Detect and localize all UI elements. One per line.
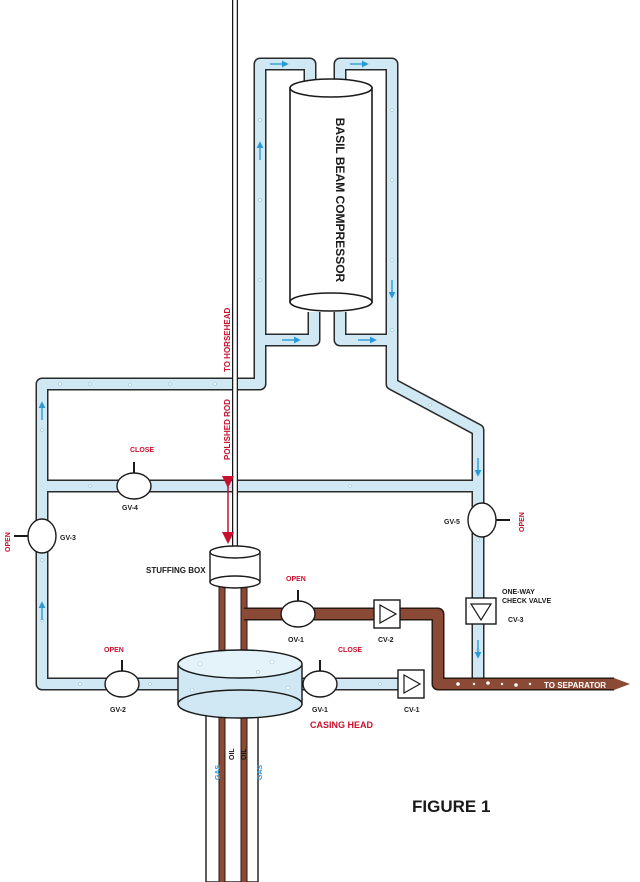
gv1-name: GV-1 — [312, 707, 328, 714]
gas-piping — [35, 57, 485, 691]
valve-gv1[interactable]: CLOSE GV-1 — [302, 647, 362, 714]
gv1-state: CLOSE — [338, 647, 362, 654]
compressor-label: BASIL BEAM COMPRESSOR — [333, 118, 347, 283]
gv3-state: OPEN — [5, 532, 12, 552]
figure-title: FIGURE 1 — [412, 797, 490, 816]
well-label-oil-right: OIL — [241, 748, 248, 760]
check-valve-cv1[interactable]: CV-1 — [397, 669, 425, 714]
stuffing-box-label: STUFFING BOX — [146, 566, 206, 575]
cv3-note-line1: ONE-WAY — [502, 589, 535, 596]
gv3-name: GV-3 — [60, 535, 76, 542]
valve-gv2[interactable]: OPEN GV-2 — [104, 647, 140, 714]
gv4-name: GV-4 — [122, 505, 138, 512]
valve-gv5[interactable]: OPEN GV-5 — [444, 502, 526, 538]
casing-head: CASING HEAD — [177, 649, 374, 730]
cv2-name: CV-2 — [378, 637, 394, 644]
well-label-gas-right: GAS — [257, 765, 264, 781]
gv5-name: GV-5 — [444, 519, 460, 526]
cv3-name: CV-3 — [508, 617, 524, 624]
well-label-oil-left: OIL — [229, 748, 236, 760]
polished-rod: POLISHED ROD TO HORSEHEAD — [222, 0, 238, 552]
to-horsehead-label: TO HORSEHEAD — [223, 307, 232, 372]
basil-beam-compressor: BASIL BEAM COMPRESSOR — [289, 78, 373, 312]
polished-rod-label: POLISHED ROD — [223, 399, 232, 460]
valve-ov1[interactable]: OPEN OV-1 — [280, 576, 316, 644]
valve-gv4[interactable]: CLOSE GV-4 — [116, 447, 154, 512]
gv2-name: GV-2 — [110, 707, 126, 714]
valve-gv3[interactable]: OPEN GV-3 — [5, 518, 76, 554]
check-valve-cv2[interactable]: CV-2 — [373, 599, 401, 644]
gv4-state: CLOSE — [130, 447, 154, 454]
casing-head-label: CASING HEAD — [310, 720, 374, 730]
gv5-state: OPEN — [519, 512, 526, 532]
ov1-state: OPEN — [286, 576, 306, 583]
gv2-state: OPEN — [104, 647, 124, 654]
check-valve-cv3[interactable]: ONE-WAY CHECK VALVE CV-3 — [465, 589, 551, 625]
ov1-name: OV-1 — [288, 637, 304, 644]
well-flow-labels: GAS OIL OIL GAS — [215, 748, 264, 780]
oil-piping: TO SEPARATOR — [244, 607, 630, 691]
stuffing-box: STUFFING BOX — [146, 545, 261, 589]
cv3-note-line2: CHECK VALVE — [502, 598, 551, 605]
well-label-gas-left: GAS — [215, 765, 222, 781]
cv1-name: CV-1 — [404, 707, 420, 714]
to-separator-label: TO SEPARATOR — [544, 681, 606, 690]
